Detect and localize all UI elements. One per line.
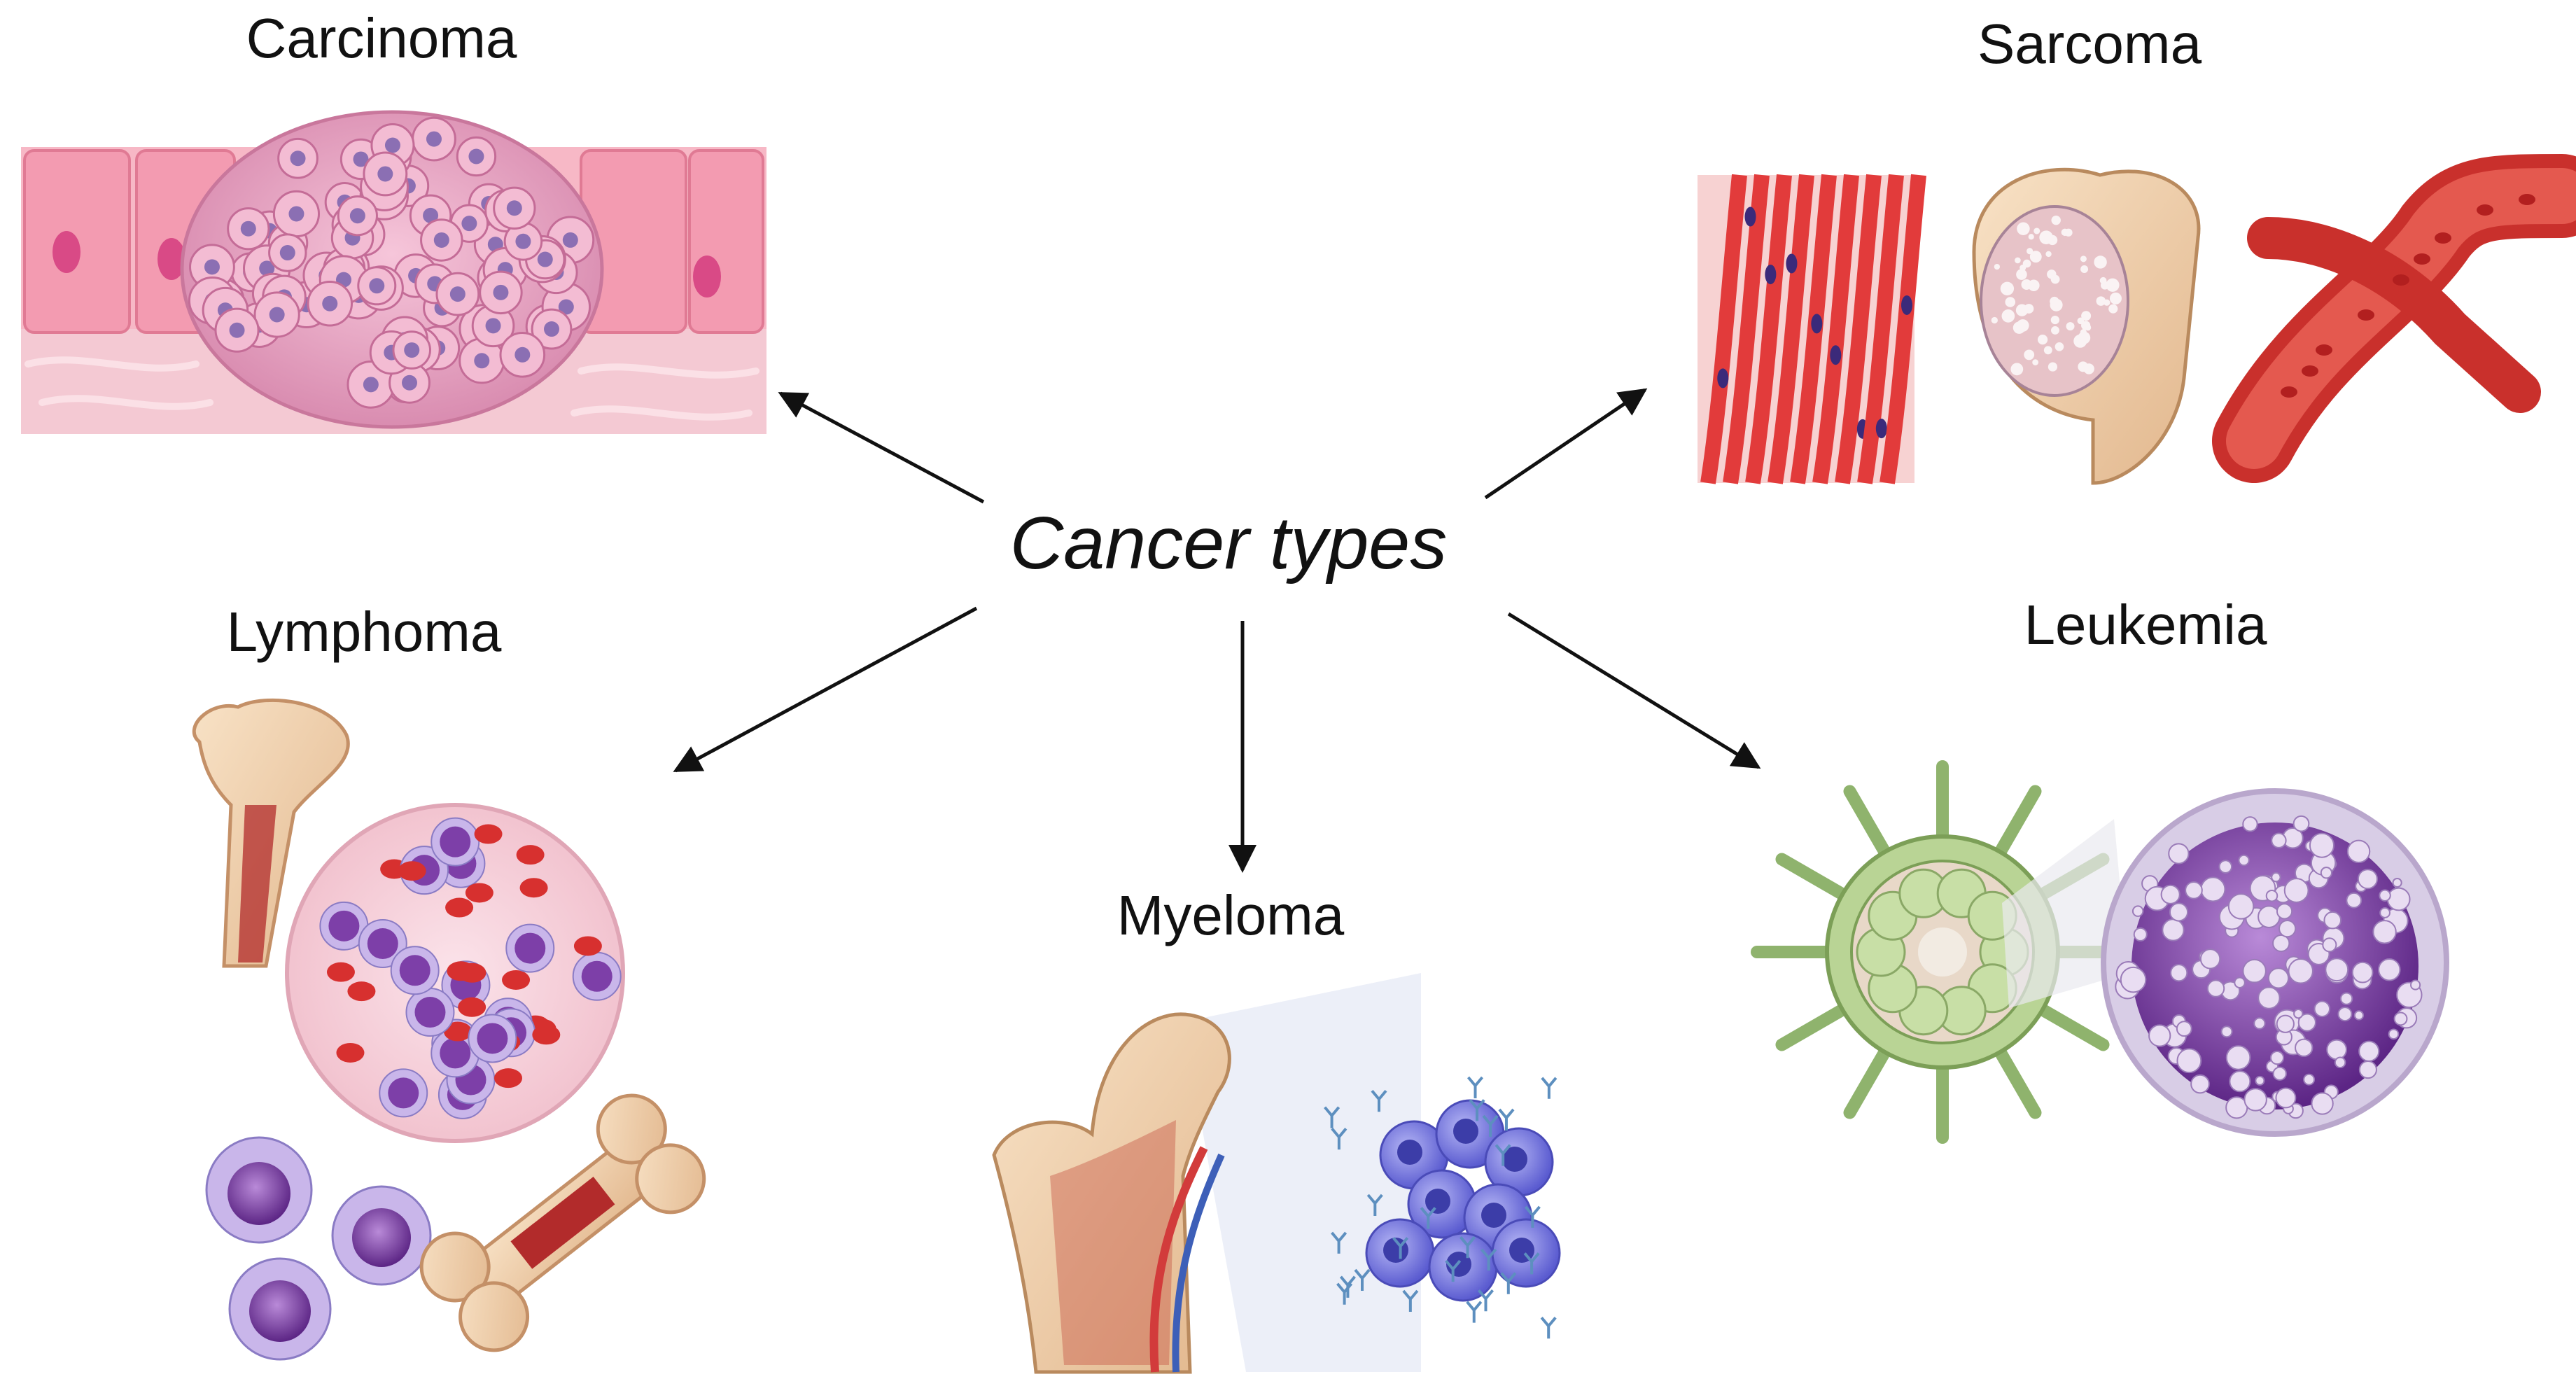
myeloma-illustration xyxy=(992,973,1561,1374)
label-myeloma: Myeloma xyxy=(1117,884,1345,946)
arrow-to-lymphoma xyxy=(673,606,978,773)
sarcoma-illustration xyxy=(1698,154,2576,485)
label-lymphoma: Lymphoma xyxy=(227,601,502,663)
arrows xyxy=(673,388,1761,873)
leukemia-illustration xyxy=(1751,760,2449,1144)
arrow-to-leukemia xyxy=(1507,612,1761,769)
arrow-to-sarcoma xyxy=(1484,388,1648,500)
lymphoma-illustration xyxy=(192,698,706,1361)
label-carcinoma: Carcinoma xyxy=(246,7,517,69)
arrow-to-carcinoma xyxy=(778,391,985,504)
muscle-fibers xyxy=(1698,174,1926,484)
blood-vessel xyxy=(2212,154,2576,483)
carcinoma-illustration xyxy=(21,110,766,434)
bone-head xyxy=(1972,167,2201,485)
label-sarcoma: Sarcoma xyxy=(1977,13,2202,75)
label-leukemia: Leukemia xyxy=(2024,594,2267,656)
center-label: Cancer types xyxy=(1010,502,1448,584)
